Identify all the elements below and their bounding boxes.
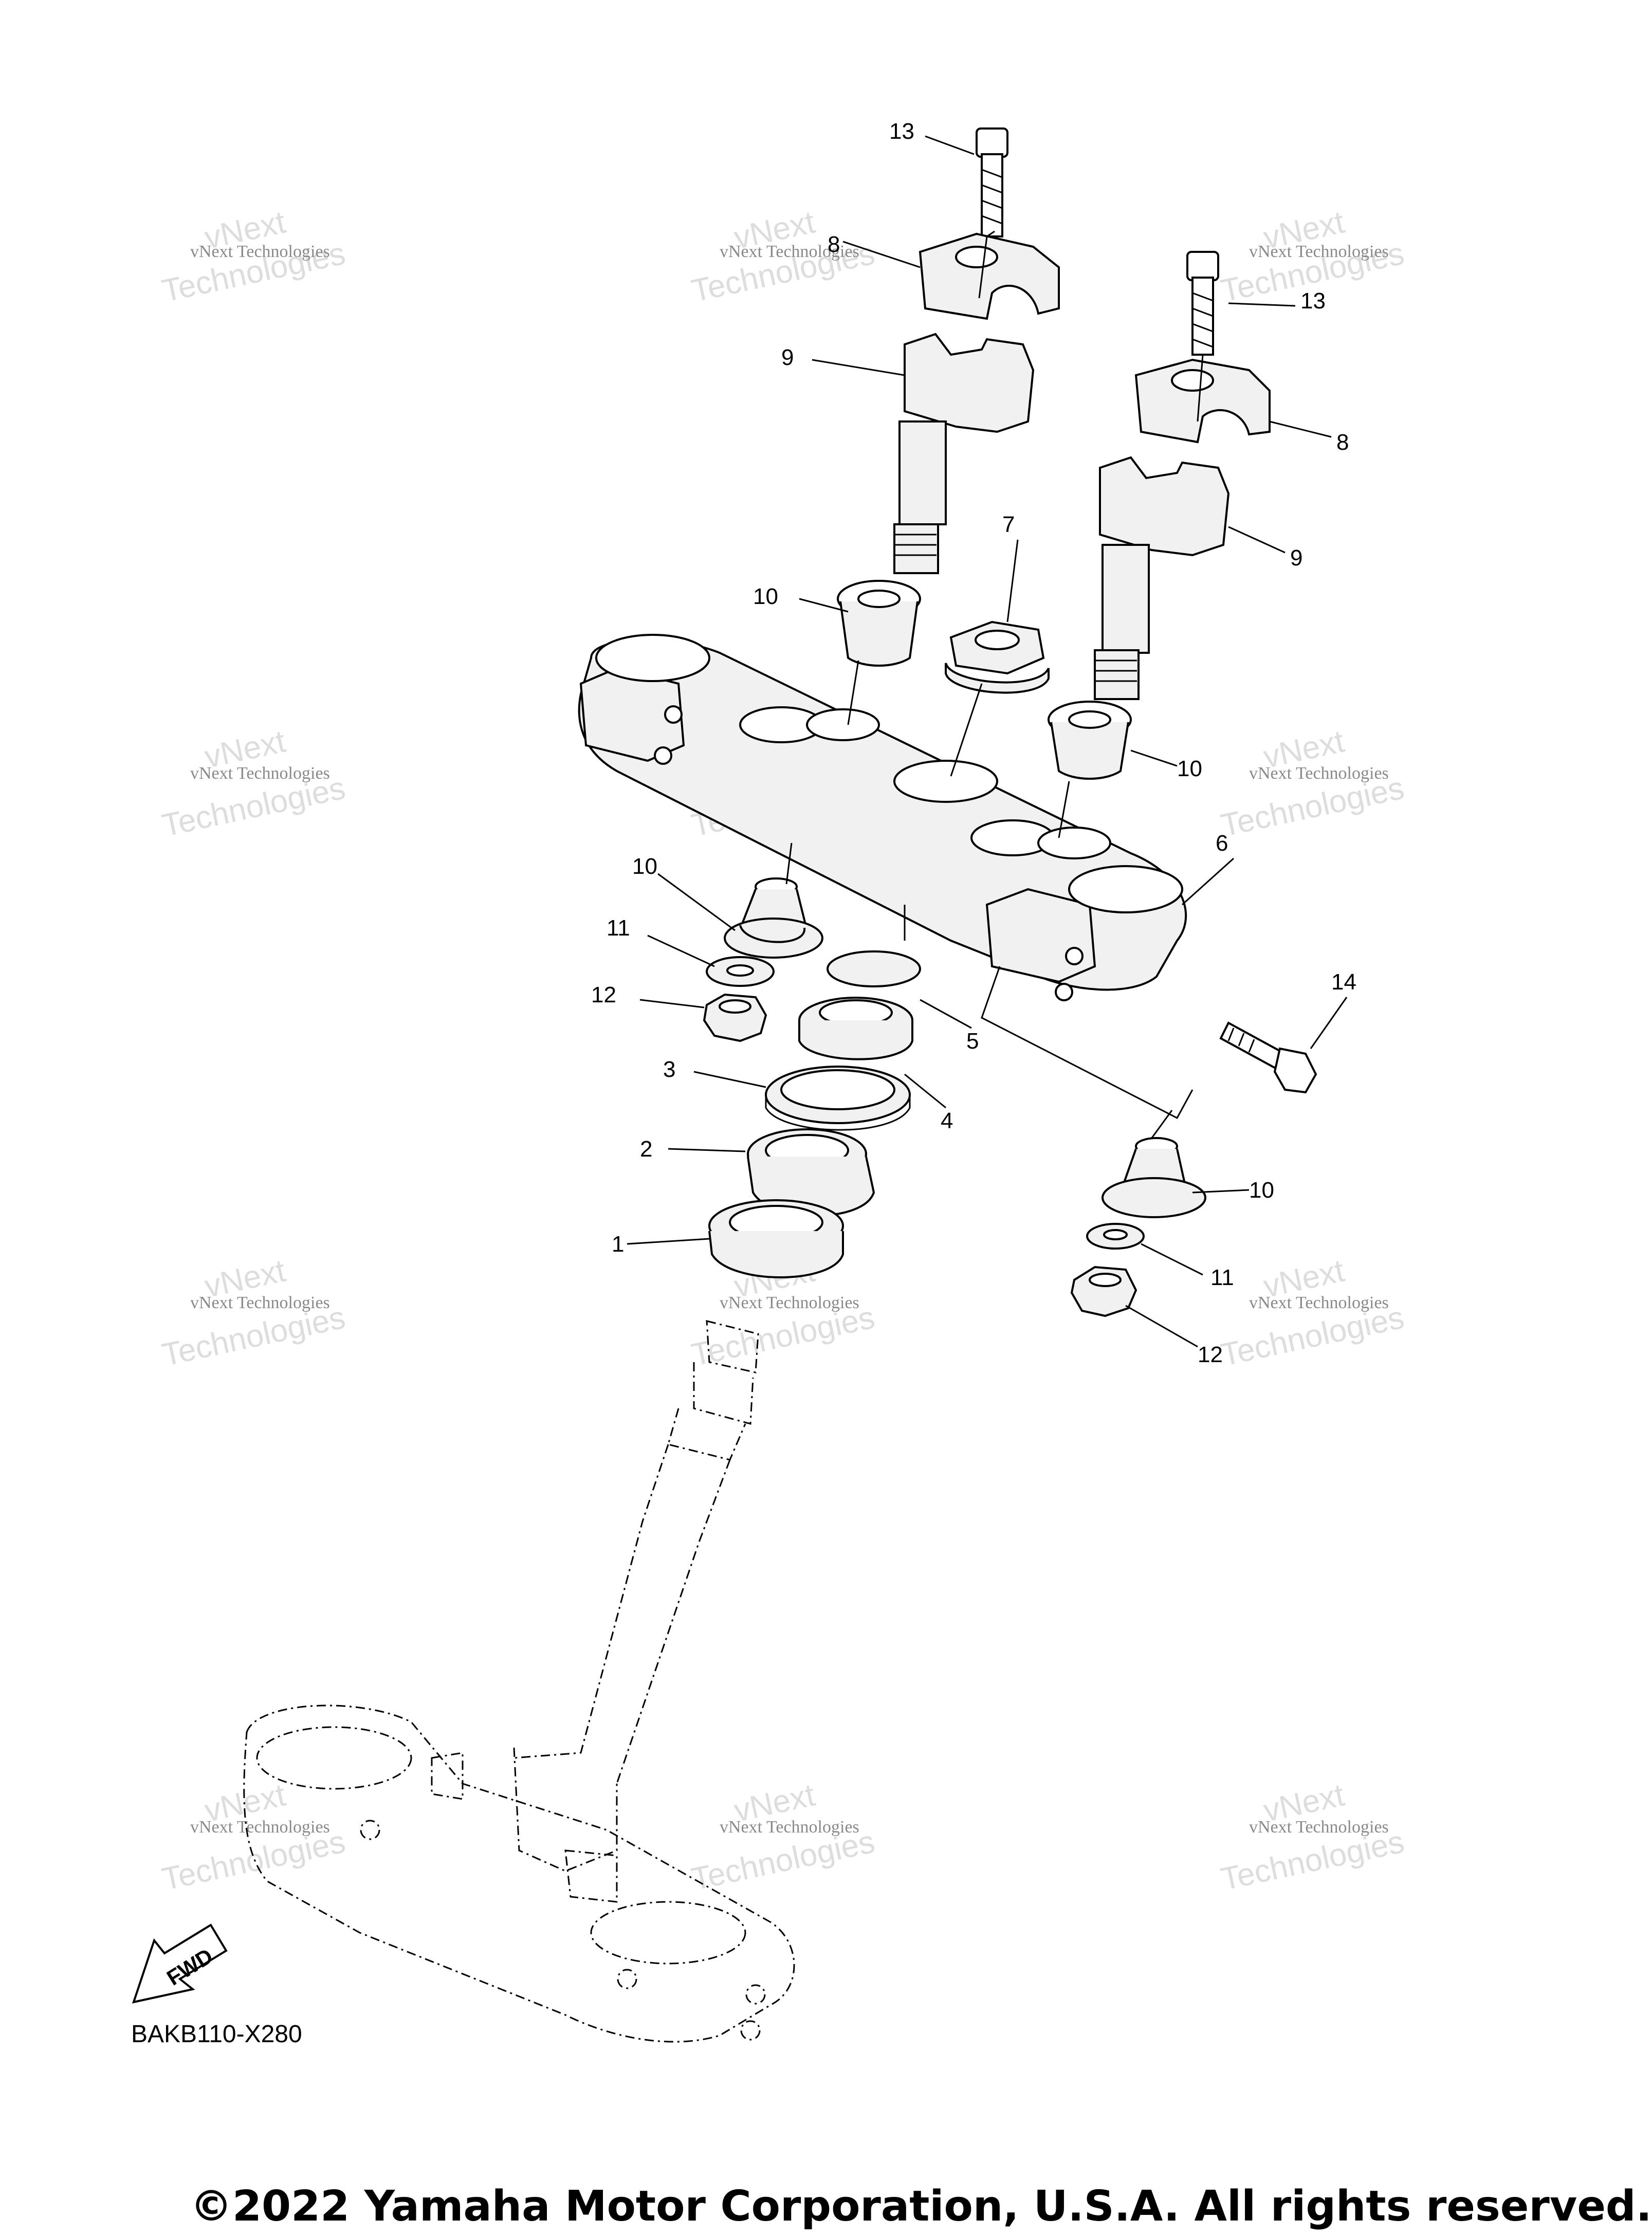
svg-text:vNext Technologies: vNext Technologies [190, 242, 330, 261]
callout-8-right: 8 [1336, 430, 1349, 455]
part-10-damper-lower-left [724, 877, 823, 959]
part-9-handlebar-holder-right [1094, 456, 1230, 700]
part-3-dust-seal [765, 1066, 911, 1131]
callout-9-right: 9 [1290, 545, 1302, 571]
callout-9-left: 9 [781, 345, 794, 370]
part-6-upper-bracket [578, 634, 1187, 1001]
callout-5: 5 [966, 1029, 979, 1054]
svg-text:vNext Technologies: vNext Technologies [1249, 764, 1389, 783]
part-12-nut-left [703, 993, 767, 1042]
svg-text:vNext Technologies: vNext Technologies [720, 1818, 859, 1837]
svg-text:vNext Technologies: vNext Technologies [1249, 1818, 1389, 1837]
callout-13-right: 13 [1300, 288, 1326, 314]
watermark-ml: Technologies vNext vNext Technologies [159, 724, 348, 844]
leader-lines [627, 135, 1348, 1348]
part-1-bearing [708, 1199, 844, 1278]
watermark-tm: Technologies vNext vNext Technologies [688, 205, 877, 309]
svg-text:vNext Technologies: vNext Technologies [720, 1293, 859, 1312]
parts-diagram: Technologies vNext vNext Technologies Te… [132, 119, 1407, 2043]
callout-11-right: 11 [1210, 1265, 1234, 1290]
callout-12-right: 12 [1198, 1342, 1223, 1367]
part-4-ring-nut [798, 997, 913, 1060]
watermark-ll: Technologies vNext vNext Technologies [159, 1253, 348, 1373]
callouts: 13 8 9 13 8 9 7 10 10 6 10 11 12 5 14 3 … [591, 119, 1356, 1367]
part-8-handlebar-clamp-left [919, 232, 1060, 320]
callout-13-left: 13 [889, 119, 914, 144]
callout-14: 14 [1331, 969, 1356, 995]
watermarks: Technologies vNext vNext Technologies Te… [159, 205, 1407, 1898]
callout-7: 7 [1002, 512, 1015, 537]
part-11-washer-right [1086, 1223, 1145, 1250]
callout-11-left: 11 [607, 915, 630, 941]
part-5-washer [827, 950, 921, 987]
callout-1: 1 [612, 1232, 624, 1257]
part-8-handlebar-clamp-right [1134, 358, 1271, 444]
part-10-damper-upper-right [1048, 701, 1132, 780]
watermark-mr: Technologies vNext vNext Technologies [1218, 724, 1407, 844]
callout-4: 4 [941, 1108, 953, 1133]
watermark-lr: Technologies vNext vNext Technologies [1218, 1253, 1407, 1373]
centerline [785, 230, 1204, 1139]
callout-3: 3 [663, 1057, 675, 1082]
part-10-damper-lower-right [1102, 1137, 1206, 1218]
svg-text:vNext Technologies: vNext Technologies [1249, 242, 1389, 261]
copyright-notice: ©2022 Yamaha Motor Corporation, U.S.A. A… [190, 2182, 1652, 2231]
callout-10-upper-left: 10 [753, 584, 778, 609]
callout-12-left: 12 [591, 982, 616, 1007]
callout-10-lower-right: 10 [1249, 1178, 1274, 1203]
watermark-tl: Technologies vNext vNext Technologies [159, 205, 348, 309]
part-10-damper-upper-left [837, 580, 921, 667]
callout-2: 2 [640, 1136, 652, 1162]
part-12-nut-right [1070, 1266, 1137, 1317]
part-steering-stem-under-bracket [243, 1320, 795, 2043]
part-14-pinch-bolt [1219, 1021, 1317, 1094]
fwd-arrow-icon: FWD [132, 1923, 228, 2004]
svg-text:vNext Technologies: vNext Technologies [1249, 1293, 1389, 1312]
watermark-br: Technologies vNext vNext Technologies [1218, 1777, 1407, 1898]
svg-text:vNext Technologies: vNext Technologies [190, 1818, 330, 1837]
callout-10-upper-right: 10 [1177, 756, 1202, 781]
watermark-bl: Technologies vNext vNext Technologies [159, 1777, 348, 1898]
callout-6: 6 [1216, 831, 1228, 856]
callout-10-lower-left: 10 [632, 854, 657, 879]
part-13-bolt-right [1186, 251, 1219, 356]
part-11-washer-left [706, 956, 775, 987]
part-13-bolt-left [976, 127, 1008, 237]
svg-text:vNext Technologies: vNext Technologies [190, 1293, 330, 1312]
svg-text:vNext Technologies: vNext Technologies [720, 242, 859, 261]
part-7-crown-nut [945, 620, 1050, 694]
diagram-code: BAKB110-X280 [131, 2021, 302, 2048]
svg-text:vNext Technologies: vNext Technologies [190, 764, 330, 783]
part-9-handlebar-holder-left [893, 333, 1035, 574]
watermark-bm: Technologies vNext vNext Technologies [688, 1777, 877, 1898]
callout-8-left: 8 [828, 232, 840, 257]
